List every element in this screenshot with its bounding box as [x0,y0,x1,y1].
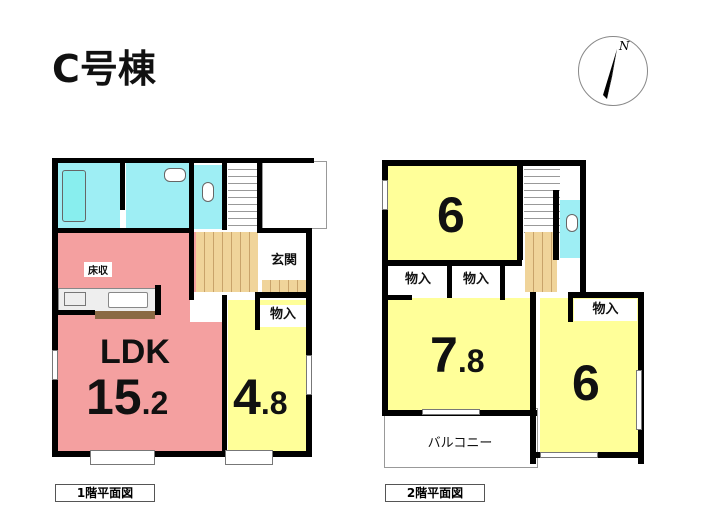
hall-1f [196,232,258,292]
kitchen-stove [64,292,86,306]
toilet-2f-bowl [566,214,578,232]
floor1-caption: 1階平面図 [55,484,155,502]
hall-2f [525,232,557,292]
stairs-1f [228,163,258,231]
building-title: C号棟 [52,47,156,91]
entrance-label: 玄関 [270,253,297,268]
floor-storage-label: 床収 [84,262,112,277]
east-room [540,298,638,453]
toilet-bowl [202,182,214,202]
ldk-size: 15.2 [86,369,169,425]
main-room-size: 7.8 [430,327,485,383]
bathtub [62,170,86,222]
north-room [388,165,518,263]
east-room-size: 6 [572,355,600,411]
balcony-label: バルコニー [427,436,493,451]
north-arrow-icon [603,49,617,99]
main-room-2f [388,298,531,410]
entrance-step [262,280,306,293]
ldk-label: LDK [100,333,170,371]
storage-1f-label: 物入 [260,305,306,327]
north-room-size: 6 [437,187,465,243]
washbasin [164,168,186,182]
compass: N [578,36,648,106]
storage-2f-3-label: 物入 [574,299,637,321]
storage-2f-2-label: 物入 [453,266,499,294]
floor2-caption: 2階平面図 [385,484,485,502]
storage-2f-1-label: 物入 [389,266,447,294]
compass-north-label: N [619,39,630,53]
western-room-size: 4.8 [233,369,288,425]
porch-outline [262,161,327,229]
kitchen-backsplash [95,311,155,319]
kitchen-sink [108,292,148,308]
